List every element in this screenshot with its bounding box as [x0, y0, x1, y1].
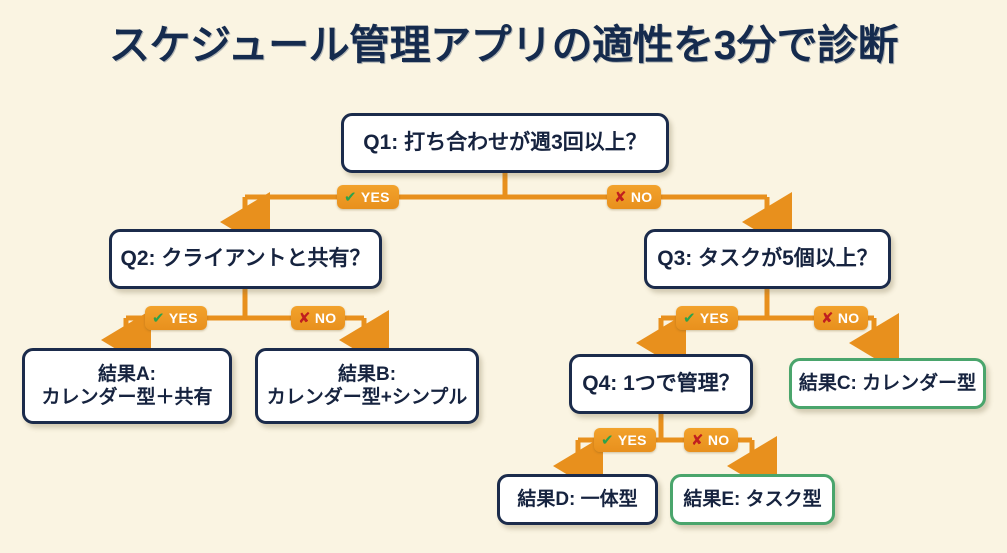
edge-label-text: NO	[314, 310, 337, 326]
edge-label-text: NO	[630, 189, 653, 205]
edge-label-text: YES	[360, 189, 390, 205]
node-result-e[interactable]: 結果E: タスク型	[670, 474, 835, 525]
node-q4[interactable]: Q4: 1つで管理？	[569, 354, 753, 414]
edge-label-q4-no[interactable]: ✘ NO	[684, 428, 739, 452]
edge-label-q1-yes[interactable]: ✔ YES	[337, 185, 399, 209]
edge-label-q3-yes[interactable]: ✔ YES	[676, 306, 738, 330]
node-q2[interactable]: Q2: クライアントと共有？	[109, 229, 382, 289]
check-icon: ✔	[601, 431, 614, 449]
edge-label-q2-no[interactable]: ✘ NO	[291, 306, 346, 330]
check-icon: ✔	[344, 188, 357, 206]
cross-icon: ✘	[821, 309, 834, 327]
node-q1[interactable]: Q1: 打ち合わせが週3回以上？	[341, 113, 669, 173]
edge-label-q1-no[interactable]: ✘ NO	[607, 185, 662, 209]
edge-label-text: YES	[617, 432, 647, 448]
edge-label-text: NO	[837, 310, 860, 326]
cross-icon: ✘	[298, 309, 311, 327]
check-icon: ✔	[152, 309, 165, 327]
check-icon: ✔	[683, 309, 696, 327]
edge-label-q4-yes[interactable]: ✔ YES	[594, 428, 656, 452]
node-result-d[interactable]: 結果D: 一体型	[497, 474, 658, 525]
node-result-c[interactable]: 結果C: カレンダー型	[789, 358, 986, 409]
edge-label-text: NO	[707, 432, 730, 448]
node-result-b[interactable]: 結果B: カレンダー型+シンプル	[255, 348, 479, 424]
cross-icon: ✘	[614, 188, 627, 206]
node-q3[interactable]: Q3: タスクが5個以上？	[644, 229, 891, 289]
page-title: スケジュール管理アプリの適性を3分で診断	[109, 22, 898, 68]
node-result-a[interactable]: 結果A: カレンダー型＋共有	[22, 348, 232, 424]
cross-icon: ✘	[691, 431, 704, 449]
edge-label-q2-yes[interactable]: ✔ YES	[145, 306, 207, 330]
edge-label-text: YES	[168, 310, 198, 326]
edge-label-text: YES	[699, 310, 729, 326]
edge-label-q3-no[interactable]: ✘ NO	[814, 306, 869, 330]
